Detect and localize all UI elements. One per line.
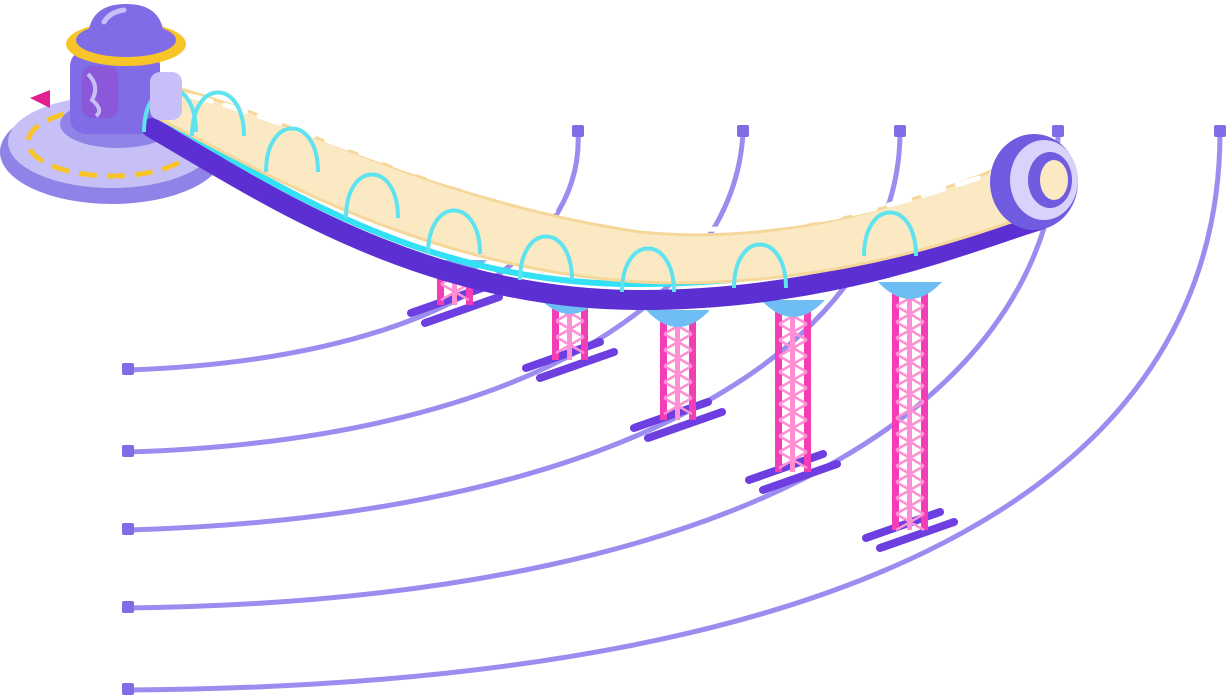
tower-leg bbox=[660, 318, 667, 420]
tube-ring-3 bbox=[344, 172, 400, 219]
tower-leg bbox=[689, 318, 696, 420]
cable-5 bbox=[125, 129, 1223, 693]
tower-cup bbox=[878, 282, 942, 299]
tube-end-hole bbox=[1040, 160, 1068, 200]
tower-cup bbox=[646, 310, 710, 327]
tower-leg bbox=[790, 308, 795, 472]
tower-base bbox=[421, 293, 503, 327]
tower-leg bbox=[775, 308, 782, 472]
tower-4 bbox=[745, 300, 841, 494]
tower-leg bbox=[675, 318, 680, 420]
tower-leg bbox=[892, 290, 899, 530]
tube-connector bbox=[150, 72, 182, 120]
tower-base bbox=[536, 348, 618, 382]
tower-3 bbox=[630, 310, 726, 442]
station-dome bbox=[88, 4, 164, 40]
support-towers bbox=[407, 260, 958, 552]
tower-base bbox=[644, 408, 726, 442]
cable-cap-5 bbox=[1214, 125, 1226, 137]
tower-leg bbox=[567, 305, 572, 360]
tube-ring-4 bbox=[426, 208, 482, 255]
cable-cap-9 bbox=[122, 601, 134, 613]
tube-ring-6 bbox=[620, 246, 676, 293]
station-dome-highlight bbox=[101, 7, 127, 25]
tube-ring-8 bbox=[862, 210, 918, 257]
tower-base bbox=[876, 518, 958, 552]
cable-cap-2 bbox=[737, 125, 749, 137]
cable-cap-6 bbox=[122, 363, 134, 375]
cable-cap-8 bbox=[122, 523, 134, 535]
tube-ring-2 bbox=[264, 126, 320, 173]
tube-ring-5 bbox=[518, 234, 574, 281]
slide-tube bbox=[142, 72, 1078, 311]
tower-cup bbox=[761, 300, 825, 317]
tower-leg bbox=[552, 305, 559, 360]
tower-leg bbox=[921, 290, 928, 530]
tower-leg bbox=[804, 308, 811, 472]
tower-leg bbox=[581, 305, 588, 360]
cable-4 bbox=[125, 129, 1061, 611]
tube-ring-7 bbox=[732, 242, 788, 289]
tower-leg bbox=[437, 268, 444, 305]
cable-cap-4 bbox=[1052, 125, 1064, 137]
tower-leg bbox=[452, 268, 457, 305]
platform-flag bbox=[30, 90, 50, 108]
cable-cap-3 bbox=[894, 125, 906, 137]
cable-cap-1 bbox=[572, 125, 584, 137]
tower-base bbox=[759, 460, 841, 494]
cable-cap-10 bbox=[122, 683, 134, 695]
cable-cap-7 bbox=[122, 445, 134, 457]
tower-5 bbox=[862, 282, 958, 552]
tube-track bbox=[142, 118, 1050, 311]
station-window-detail bbox=[86, 72, 102, 118]
